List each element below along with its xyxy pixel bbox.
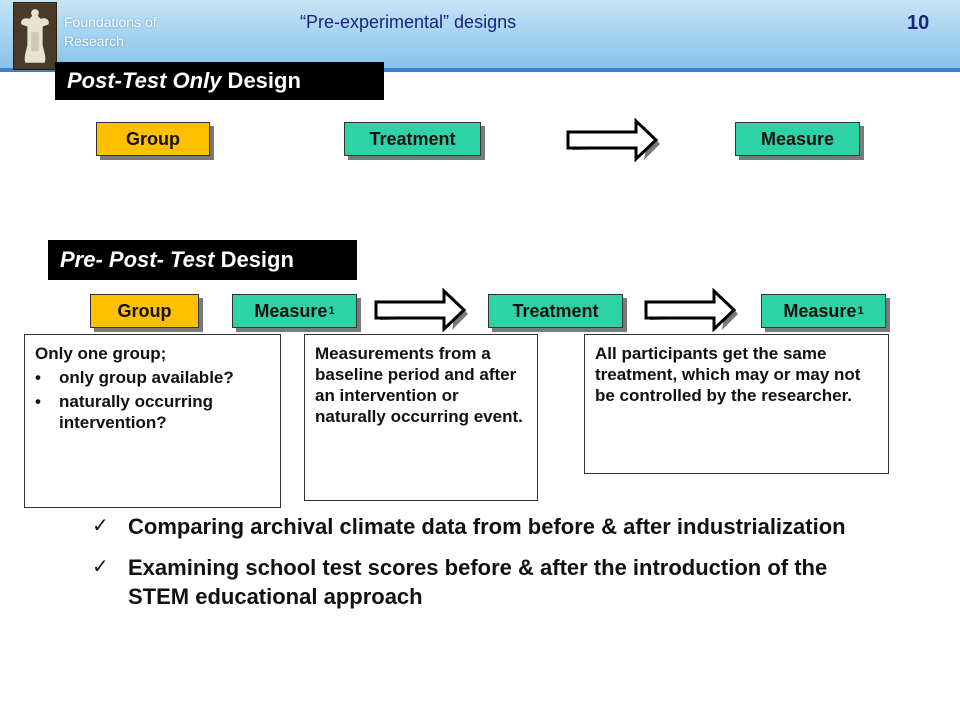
post-test-title-rest: Design: [221, 68, 301, 93]
post-test-group-box: Group: [96, 122, 210, 156]
group-note-bullet-1: only group available?: [59, 368, 234, 387]
post-test-title-bar: Post-Test Only Design: [55, 62, 384, 100]
participants-note: All participants get the same treatment,…: [584, 334, 889, 474]
pre-post-test-title-rest: Design: [214, 247, 294, 272]
list-item: ✓ Comparing archival climate data from b…: [92, 512, 872, 541]
brand-line-1: Foundations of: [64, 14, 157, 30]
group-note-list: • only group available? • naturally occurr…: [35, 367, 270, 433]
checkmark-icon: ✓: [92, 556, 109, 578]
pre-post-arrow-1-icon: [374, 288, 468, 332]
example-1-text: Comparing archival climate data from bef…: [128, 514, 846, 539]
group-note-bullet-2: naturally occurring intervention?: [59, 392, 213, 432]
pre-measure-label: Measure: [254, 300, 328, 321]
slide-title: “Pre-experimental” designs: [300, 12, 517, 32]
group-note-lead: Only one group;: [35, 344, 167, 363]
post-test-treatment-box: Treatment: [344, 122, 481, 156]
list-item: ✓ Examining school test scores before & …: [92, 553, 872, 611]
group-note: Only one group; • only group available? •…: [24, 334, 281, 508]
brand-line-2: Research: [64, 33, 124, 49]
examples-list: ✓ Comparing archival climate data from b…: [92, 512, 872, 623]
pre-post-test-title-italic: Pre- Post- Test: [60, 247, 215, 272]
brand-name: Foundations of Research: [64, 13, 184, 51]
bullet-icon: •: [35, 368, 41, 387]
post-test-title-italic: Post-Test Only: [67, 68, 222, 93]
participants-note-text: All participants get the same treatment,…: [595, 344, 866, 405]
list-item: • only group available?: [35, 367, 270, 388]
checkmark-icon: ✓: [92, 515, 109, 537]
post-test-measure-box: Measure: [735, 122, 860, 156]
figurine-logo-icon: [13, 2, 57, 70]
measurements-note-text: Measurements from a baseline period and …: [315, 344, 523, 426]
post-measure-label: Measure: [783, 300, 857, 321]
measurements-note: Measurements from a baseline period and …: [304, 334, 538, 501]
pre-post-test-title-bar: Pre- Post- Test Design: [48, 240, 357, 280]
post-measure-subscript: 1: [857, 305, 864, 317]
list-item: • naturally occurring intervention?: [35, 391, 270, 433]
pre-post-arrow-2-icon: [644, 288, 738, 332]
bullet-icon: •: [35, 392, 41, 411]
post-test-measure-label: Measure: [760, 128, 835, 149]
slide-header: Foundations of Research “Pre-experimenta…: [0, 0, 960, 72]
pre-post-treatment-box: Treatment: [488, 294, 623, 328]
pre-post-treatment-label: Treatment: [512, 300, 599, 321]
example-2-text: Examining school test scores before & af…: [128, 555, 828, 609]
pre-post-group-label: Group: [117, 300, 172, 321]
post-test-treatment-label: Treatment: [369, 128, 456, 149]
page-number: 10: [907, 12, 930, 34]
post-test-arrow-icon: [566, 118, 660, 162]
pre-post-group-box: Group: [90, 294, 199, 328]
post-test-group-label: Group: [126, 128, 180, 149]
pre-measure-subscript: 1: [328, 305, 335, 317]
